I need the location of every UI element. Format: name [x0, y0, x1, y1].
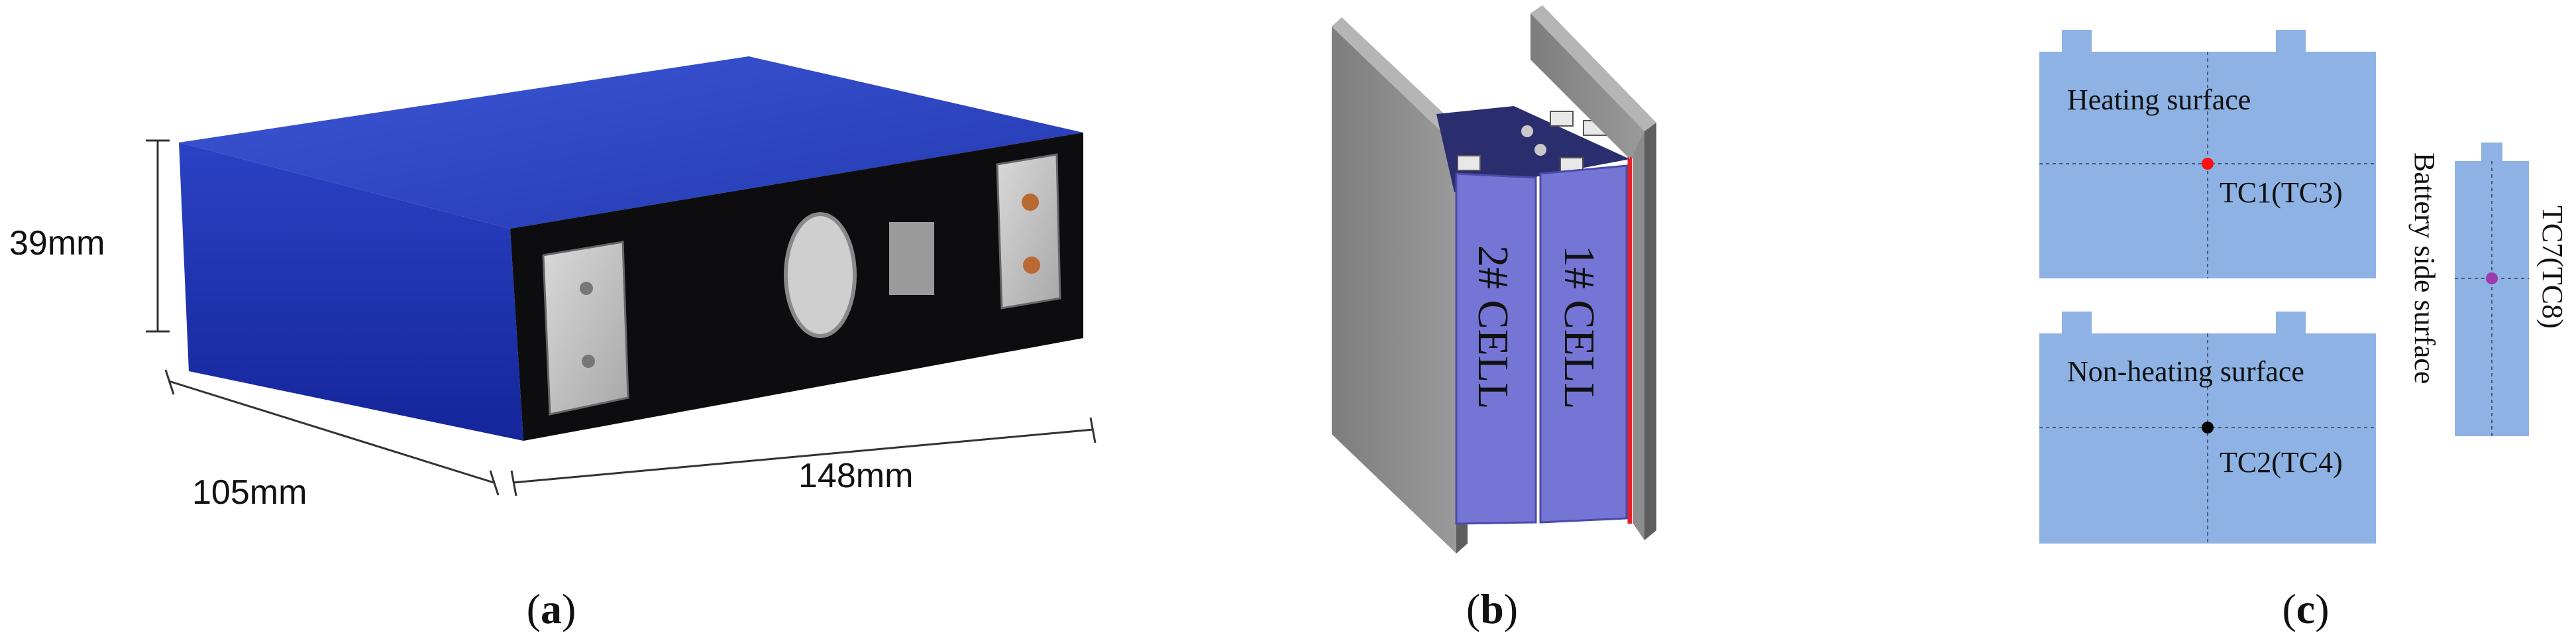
cell-left-face [179, 143, 523, 441]
heating-tc-label: TC1(TC3) [2220, 176, 2343, 209]
safety-vent [784, 212, 857, 338]
cell-top-terminal-1 [1550, 111, 1574, 127]
prismatic-cell-photo [179, 56, 1083, 441]
length-dimension [510, 417, 1097, 496]
non-heating-surface-label: Non-heating surface [2067, 355, 2304, 388]
panel-a: 39mm 105mm 148mm (a) [9, 56, 1097, 632]
panel-a-caption: (a) [527, 585, 576, 632]
heating-surface-label: Heating surface [2067, 84, 2251, 116]
cell-id-label [889, 222, 934, 295]
right-clamp-plate [1530, 5, 1656, 540]
height-label: 39mm [9, 224, 105, 262]
non-heating-tc-label: TC2(TC4) [2220, 446, 2343, 479]
side-surface-diagram [2455, 143, 2529, 436]
cells-top [1436, 106, 1630, 192]
cell-top-face [179, 56, 1083, 229]
non-heating-surface-diagram [2039, 312, 2376, 544]
side-thermocouple-point [2486, 272, 2498, 284]
heating-thermocouple-point [2202, 158, 2214, 170]
cell-2-label: 2# CELL [1469, 245, 1517, 409]
width-dimension [164, 369, 500, 496]
terminal-left [542, 241, 629, 416]
cell-top-vent-2 [1534, 144, 1546, 156]
cell-1-label: 1# CELL [1555, 245, 1603, 409]
cell-top-vent-1 [1521, 125, 1533, 137]
panel-b-caption: (b) [1466, 585, 1518, 632]
heating-surface-diagram [2039, 30, 2376, 278]
cell-2-body [1455, 172, 1537, 525]
panel-c-caption: (c) [2282, 585, 2329, 632]
panel-c: Heating surface TC1(TC3) Non-heating sur… [2039, 30, 2569, 632]
cell-top-terminal-3 [1457, 155, 1481, 171]
left-clamp-plate [1332, 17, 1468, 553]
length-label: 148mm [798, 457, 913, 495]
panel-b: 2# CELL 1# CELL (b) [1332, 5, 1656, 632]
side-surface-label: Battery side surface [2408, 152, 2441, 384]
side-tc-label: TC7(TC8) [2536, 205, 2569, 329]
width-label: 105mm [192, 473, 307, 512]
terminal-right [996, 153, 1061, 310]
cell-1-body [1539, 164, 1628, 524]
non-heating-thermocouple-point [2202, 422, 2214, 434]
height-dimension [146, 139, 170, 333]
